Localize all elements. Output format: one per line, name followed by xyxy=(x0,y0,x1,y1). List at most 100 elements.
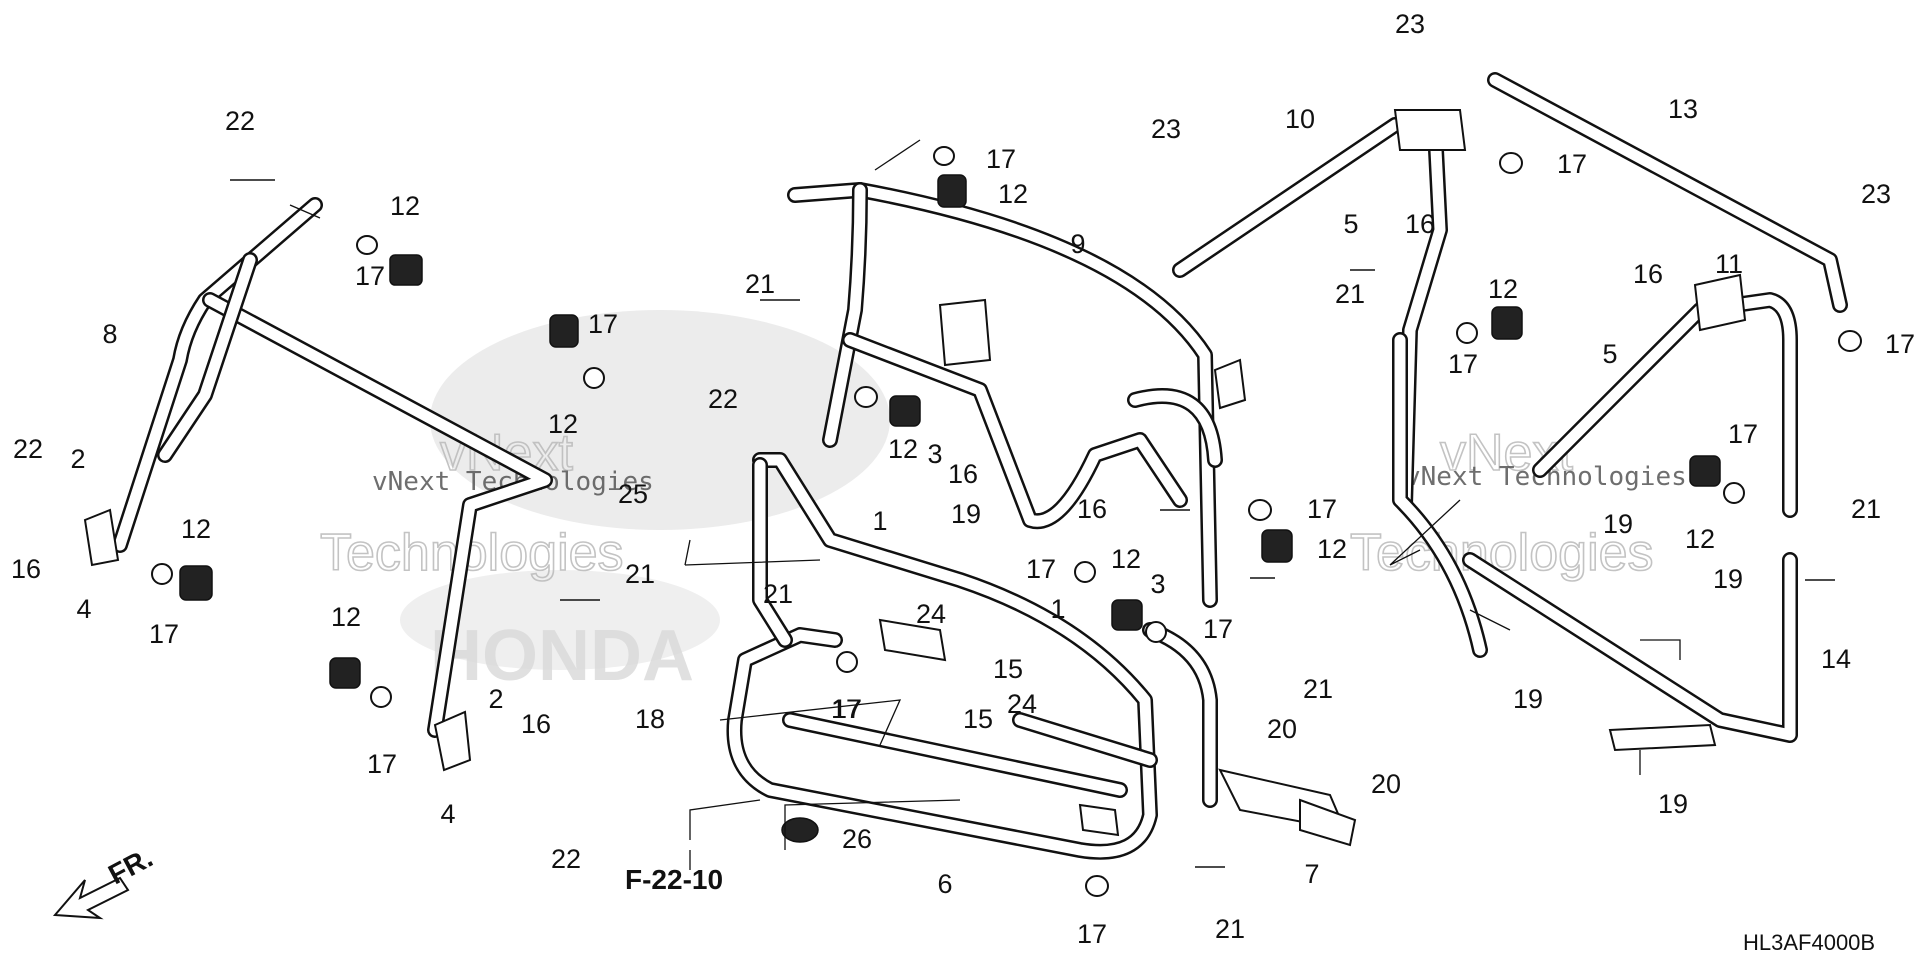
callout: 12 xyxy=(390,191,420,221)
callout: 21 xyxy=(1303,674,1333,704)
callout: 2 xyxy=(488,684,503,714)
callout: 12 xyxy=(331,602,361,632)
callout: 26 xyxy=(842,824,872,854)
callout: 18 xyxy=(635,704,665,734)
callout: 12 xyxy=(998,179,1028,209)
callout: 21 xyxy=(1215,914,1245,944)
bracket-part-7 xyxy=(1218,768,1357,847)
lower-floor-frame xyxy=(726,452,1218,860)
callout: 24 xyxy=(1007,689,1037,719)
callout: 17 xyxy=(1557,149,1587,179)
nut-17 xyxy=(1456,322,1478,344)
callout: 17 xyxy=(1203,614,1233,644)
callout: 17 xyxy=(1307,494,1337,524)
callout: 12 xyxy=(181,514,211,544)
callout: 17 xyxy=(1077,919,1107,949)
callout: 16 xyxy=(948,459,978,489)
callout: 17 xyxy=(1448,349,1478,379)
callout: 21 xyxy=(625,559,655,589)
callout: 19 xyxy=(1713,564,1743,594)
callout: 5 xyxy=(1602,339,1617,369)
callout: 4 xyxy=(440,799,455,829)
rubber-mount-12 xyxy=(1261,529,1293,563)
callout: 22 xyxy=(708,384,738,414)
callout: 21 xyxy=(1335,279,1365,309)
callout: 9 xyxy=(1070,229,1085,259)
callout: 19 xyxy=(951,499,981,529)
callout: 8 xyxy=(102,319,117,349)
rubber-mount-12 xyxy=(1111,599,1143,631)
callout: 6 xyxy=(937,869,952,899)
callout: 16 xyxy=(1405,209,1435,239)
nut-17 xyxy=(1248,499,1272,521)
callout: 12 xyxy=(1111,544,1141,574)
nut-17 xyxy=(1723,482,1745,504)
rubber-mount-12 xyxy=(1491,306,1523,340)
leader-lines xyxy=(289,139,1681,850)
nut-17 xyxy=(1074,561,1096,583)
callout: 15 xyxy=(993,654,1023,684)
callout: 19 xyxy=(1658,789,1688,819)
callout: 7 xyxy=(1304,859,1319,889)
roll-bar-top-right xyxy=(1487,72,1848,313)
callout: 17 xyxy=(367,749,397,779)
rubber-mount-12 xyxy=(329,657,361,689)
watermark-brand: HONDA xyxy=(430,616,694,696)
callout: 22 xyxy=(551,844,581,874)
callout: 17 xyxy=(986,144,1016,174)
front-direction-marker: FR. xyxy=(52,842,158,920)
callout: 16 xyxy=(521,709,551,739)
callout: 16 xyxy=(1633,259,1663,289)
nut-17 xyxy=(583,367,605,389)
callout: 21 xyxy=(763,579,793,609)
hardware xyxy=(151,146,1862,897)
nut-17 xyxy=(836,651,858,673)
callout: 17 xyxy=(831,694,861,724)
callout: 16 xyxy=(1077,494,1107,524)
callout: 17 xyxy=(832,694,862,724)
callout-numbers: 22 12 17 8 22 2 16 4 12 17 17 12 22 25 2… xyxy=(11,9,1915,949)
upper-center-frame xyxy=(787,182,1247,608)
page-reference[interactable]: F-22-10 xyxy=(625,864,723,895)
callout: 1 xyxy=(1050,594,1065,624)
nut-17 xyxy=(933,146,955,166)
nut-17 xyxy=(1145,621,1167,643)
rubber-mount-12 xyxy=(1689,455,1721,487)
nut-17 xyxy=(1085,875,1109,897)
callout: 19 xyxy=(1513,684,1543,714)
callout: 21 xyxy=(1851,494,1881,524)
rubber-mount-12 xyxy=(549,314,579,348)
rubber-mount-12 xyxy=(889,395,921,427)
callout: 5 xyxy=(1343,209,1358,239)
callout: 15 xyxy=(963,704,993,734)
callout: 14 xyxy=(1821,644,1851,674)
side-frame-right xyxy=(1392,273,1798,752)
roll-bar-upper-right xyxy=(1172,109,1467,513)
callout: 17 xyxy=(149,619,179,649)
callout: 17 xyxy=(1026,554,1056,584)
callout: 4 xyxy=(76,594,91,624)
callout: 13 xyxy=(1668,94,1698,124)
callout: 22 xyxy=(13,434,43,464)
nut-17 xyxy=(151,563,173,585)
callout: 25 xyxy=(618,479,648,509)
nut-17 xyxy=(854,386,878,408)
diagram-code: HL3AF4000B xyxy=(1743,930,1875,955)
callout: 1 xyxy=(872,506,887,536)
roll-bar-front-left xyxy=(83,197,553,772)
nut-17 xyxy=(1499,152,1523,174)
nut-17 xyxy=(1838,330,1862,352)
callout: 12 xyxy=(1317,534,1347,564)
callout: 12 xyxy=(548,409,578,439)
bolt-shanks xyxy=(230,179,1835,868)
rubber-mount-12 xyxy=(937,174,967,208)
callout: 23 xyxy=(1395,9,1425,39)
callout: 3 xyxy=(1150,569,1165,599)
callout: 10 xyxy=(1285,104,1315,134)
callout: 22 xyxy=(225,106,255,136)
callout: 16 xyxy=(11,554,41,584)
callout: 24 xyxy=(916,599,946,629)
nut-17 xyxy=(356,235,378,255)
